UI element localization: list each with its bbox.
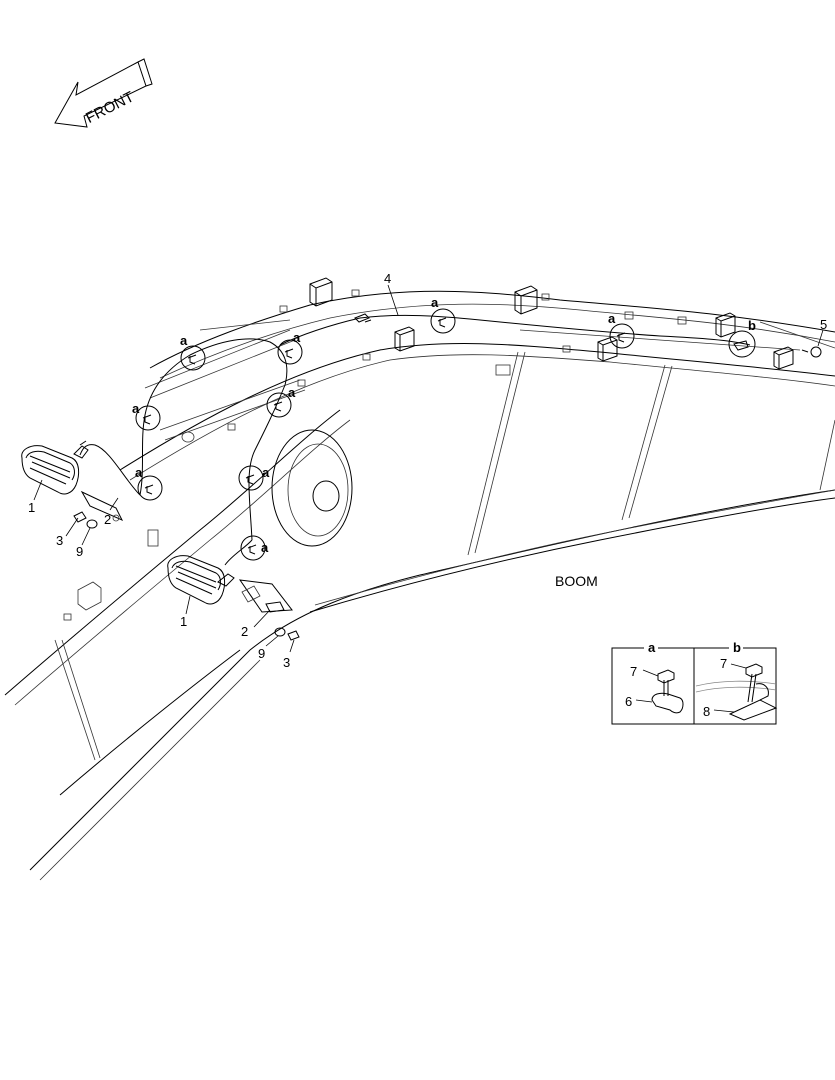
- connector-part-5: [801, 346, 822, 358]
- detail-b-label-8: 8: [703, 704, 710, 719]
- part-labels: 4 5 1 2 3 9 1 2 9 3 BOOM: [28, 271, 827, 670]
- part-label-3: 3: [56, 533, 63, 548]
- mounting-blocks: [63, 277, 794, 621]
- part-label-2: 2: [104, 512, 111, 527]
- callout-letter-b: b: [748, 318, 756, 333]
- leader-lines: [33, 284, 824, 653]
- detail-box: a b a b 7 6 7 8: [611, 640, 778, 725]
- boom-structure: [4, 290, 835, 881]
- callout-letter-a: a: [261, 540, 269, 555]
- boom-label: BOOM: [555, 573, 598, 589]
- callout-letter-a: a: [288, 385, 296, 400]
- callout-circle-a: [277, 339, 303, 365]
- callout-letter-a: a: [431, 295, 439, 310]
- callout-letter-a: a: [262, 465, 270, 480]
- callout-circle-a: [609, 323, 635, 349]
- callout-letter-a: a: [135, 465, 143, 480]
- wire-harness: [79, 313, 751, 566]
- callout-letter-a: a: [293, 330, 301, 345]
- work-light-upper: [21, 440, 124, 529]
- detail-header-b-text: b: [733, 640, 741, 655]
- part-label-5: 5: [820, 317, 827, 332]
- callout-letter-a: a: [132, 401, 140, 416]
- callout-circle-a: [266, 392, 292, 418]
- callout-letter-a: a: [180, 333, 188, 348]
- detail-header-a-text: a: [648, 640, 656, 655]
- detail-a-label-6: 6: [625, 694, 632, 709]
- front-label: FRONT: [83, 88, 137, 127]
- work-light-lower: [167, 555, 300, 641]
- callout-letter-a: a: [608, 311, 616, 326]
- part-label-2: 2: [241, 624, 248, 639]
- callout-circles: [135, 308, 756, 561]
- part-label-4: 4: [384, 271, 391, 286]
- callout-circle-a: [180, 345, 206, 371]
- part-label-1: 1: [180, 614, 187, 629]
- callout-circle-a: [137, 475, 163, 501]
- callout-circle-a: [135, 405, 161, 431]
- detail-a-label-7: 7: [630, 664, 637, 679]
- callout-letters: a a a a a a a a a b: [132, 295, 756, 555]
- front-arrow: FRONT: [54, 58, 153, 128]
- callout-circle-b: [728, 330, 756, 358]
- part-label-9: 9: [76, 544, 83, 559]
- detail-b-label-7: 7: [720, 656, 727, 671]
- callout-circle-a: [240, 535, 266, 561]
- part-label-9: 9: [258, 646, 265, 661]
- callout-circle-a: [238, 465, 264, 491]
- part-label-1: 1: [28, 500, 35, 515]
- callout-circle-a: [430, 308, 456, 334]
- part-label-3: 3: [283, 655, 290, 670]
